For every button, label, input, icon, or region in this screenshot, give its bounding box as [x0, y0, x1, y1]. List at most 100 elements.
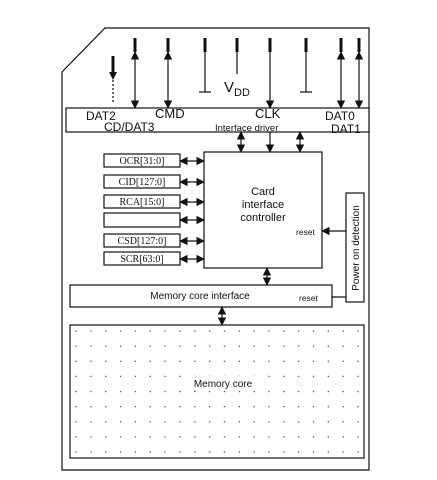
memory-cell-dot: [253, 390, 255, 393]
memory-cell-dot: [134, 360, 137, 362]
memory-core-box: [69, 324, 365, 459]
register-scr-label: SCR[63:0]: [120, 254, 163, 265]
memory-cell-dot: [283, 406, 285, 408]
memory-cell-dot: [312, 345, 315, 347]
memory-cell-dot: [268, 330, 270, 332]
memory-cell-dot: [75, 360, 77, 362]
memory-cell-dot: [149, 360, 151, 362]
memory-cell-dot: [179, 421, 181, 423]
memory-cell-dot: [357, 375, 359, 378]
memory-cell-dot: [208, 451, 211, 453]
card-outline: [61, 27, 370, 471]
memory-cell-dot: [105, 375, 107, 378]
memory-cell-dot: [268, 390, 270, 393]
controller-label-3: controller: [240, 212, 286, 224]
controller-reset-label: reset: [296, 227, 316, 237]
memory-cell-dot: [357, 345, 359, 347]
memory-cell-dot: [223, 360, 226, 362]
memory-cell-dot: [164, 375, 166, 378]
memory-cell-dot: [208, 436, 211, 438]
register-scr: SCR[63:0]: [103, 251, 205, 266]
memory-cell-dot: [105, 390, 107, 393]
memory-cell-dot: [327, 375, 330, 378]
vdd-label: VDD: [224, 79, 250, 99]
memory-cell-dot: [342, 421, 344, 423]
memory-cell-dot: [134, 390, 137, 393]
memory-cell-dot: [283, 390, 285, 393]
memory-cell-dot: [134, 421, 137, 423]
memory-cell-dot: [312, 390, 315, 393]
memory-cell-dot: [75, 421, 77, 423]
memory-cell-dot: [327, 360, 330, 362]
memory-cell-dot: [75, 451, 77, 453]
memory-cell-dot: [119, 421, 122, 423]
pin-label-cmd: CMD: [155, 106, 185, 121]
memory-cell-dot: [105, 421, 107, 423]
memory-cell-dot: [194, 345, 196, 347]
memory-cell-dot: [253, 345, 255, 347]
interface-driver-label: Interface driver: [215, 123, 278, 134]
memory-cell-dot: [134, 451, 137, 453]
memory-cell-dot: [298, 451, 300, 453]
memory-cell-dot: [119, 436, 122, 438]
power-on-detection-box: [345, 192, 365, 303]
memory-cell-dot: [223, 345, 226, 347]
memory-core-label-bg: [185, 376, 261, 390]
memory-cell-dot: [75, 375, 77, 378]
memory-cell-dot: [149, 451, 151, 453]
register-rca: RCA[15:0]: [103, 194, 205, 209]
memory-cell-dot: [357, 421, 359, 423]
memory-cell-dot: [75, 345, 77, 347]
memory-cell-dot: [194, 390, 196, 393]
memory-cell-dot: [238, 330, 240, 332]
register-rca-label: RCA[15:0]: [120, 197, 165, 208]
memory-cell-dot: [283, 436, 285, 438]
memory-cell-dot: [90, 390, 92, 393]
memory-cell-dot: [179, 330, 181, 332]
memory-cell-dot: [164, 390, 166, 393]
memory-cell-dot: [75, 406, 77, 408]
memory-cell-dot: [327, 390, 330, 393]
memory-cell-dot: [312, 451, 315, 453]
memory-cell-dot: [105, 406, 107, 408]
memory-cell-dot: [357, 390, 359, 393]
controller-label-1: Card: [251, 186, 275, 198]
memory-cell-dot: [357, 330, 359, 332]
memory-cell-dot: [312, 406, 315, 408]
memory-cell-dot: [119, 330, 122, 332]
memory-cell-dot: [179, 406, 181, 408]
register-ocr-label: OCR[31:0]: [120, 156, 165, 167]
register-blank: [103, 212, 205, 228]
memory-cell-dot: [119, 360, 122, 362]
memory-cell-dot: [268, 451, 270, 453]
memory-cell-dot: [90, 406, 92, 408]
register-cid-label: CID[127:0]: [119, 177, 166, 188]
memory-cell-dot: [75, 436, 77, 438]
memory-cell-dot: [134, 375, 137, 378]
vdd-label-main: V: [224, 79, 234, 96]
memory-cell-dot: [149, 436, 151, 438]
memory-cell-dot: [208, 390, 211, 393]
memory-cell-dot: [134, 345, 137, 347]
memory-core-interface-box: [69, 284, 333, 308]
memory-cell-dot: [149, 390, 151, 393]
memory-cell-dot: [223, 421, 226, 423]
memory-cell-dot: [208, 330, 211, 332]
interface-driver-box: [65, 107, 370, 133]
pin-label-dat0: DAT0: [325, 109, 355, 123]
memory-cell-dot: [342, 330, 344, 332]
memory-cell-dot: [90, 451, 92, 453]
memory-cell-dot: [327, 345, 330, 347]
memory-cell-dot: [238, 406, 240, 408]
memory-cell-dot: [238, 421, 240, 423]
memory-cell-dot: [268, 360, 270, 362]
memory-cell-dot: [119, 345, 122, 347]
memory-cell-dot: [238, 451, 240, 453]
vdd-label-sub: DD: [234, 87, 250, 99]
memory-cell-dot: [134, 436, 137, 438]
memory-cell-dot: [119, 390, 122, 393]
memory-cell-dot: [90, 436, 92, 438]
memory-cell-dot: [105, 436, 107, 438]
controller-label-2: interface: [242, 199, 284, 211]
memory-cell-dot: [283, 345, 285, 347]
